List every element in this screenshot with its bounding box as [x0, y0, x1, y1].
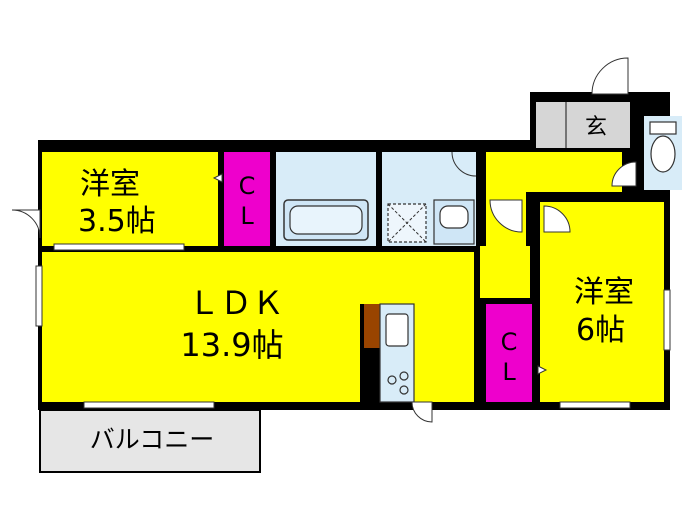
- entrance-label: 玄: [585, 115, 607, 140]
- western-room-2-name: 洋室: [574, 275, 634, 310]
- window-ldk-left: [35, 265, 43, 327]
- room-1-outer-door: [11, 209, 41, 239]
- ldk-name: ＬＤＫ: [188, 284, 284, 322]
- closet-2-marker: [537, 365, 548, 375]
- western-room-2-size: 6帖: [576, 313, 625, 348]
- closet-1: [224, 152, 270, 246]
- ldk-size: 13.9帖: [180, 326, 283, 364]
- stove-burner-3: [399, 385, 409, 395]
- closet-2-line2: L: [502, 358, 516, 386]
- ldk-lower-door: [411, 401, 433, 423]
- closet-2-line1: C: [501, 328, 518, 356]
- western-room-2: [540, 202, 664, 402]
- entrance-door-swing: [591, 57, 629, 95]
- ldk-upper-right: [480, 246, 530, 298]
- closet-1-line1: C: [239, 172, 256, 200]
- window-room-1: [53, 243, 185, 251]
- window-room-2-bottom: [559, 401, 631, 409]
- western-room-1-size: 3.5帖: [78, 204, 156, 239]
- toilet-door-swing: [611, 161, 637, 187]
- toilet-tank: [649, 121, 677, 135]
- stove-burner-1: [387, 375, 397, 385]
- closet-1-line2: L: [240, 202, 254, 230]
- balcony-label: バルコニー: [90, 425, 215, 454]
- closet-2: [486, 304, 532, 402]
- kitchen-cabinet: [364, 304, 380, 348]
- room-2-door-swing: [543, 205, 571, 233]
- stove-burner-2: [399, 371, 409, 381]
- washbasin-bowl: [439, 205, 469, 229]
- balcony: [39, 409, 261, 473]
- entrance: [536, 102, 630, 148]
- bathtub-inner: [289, 205, 363, 235]
- closet-1-marker: [212, 173, 223, 183]
- western-room-1: [42, 152, 218, 246]
- toilet-bowl: [650, 135, 676, 173]
- window-ldk-bottom: [83, 401, 215, 409]
- washroom-door-swing: [451, 151, 477, 177]
- kitchen-sink: [385, 313, 409, 347]
- window-room-2-right: [663, 289, 671, 351]
- washing-machine-cross-b: [387, 203, 427, 243]
- ldk-door-swing: [489, 199, 523, 233]
- western-room-1-name: 洋室: [80, 167, 140, 202]
